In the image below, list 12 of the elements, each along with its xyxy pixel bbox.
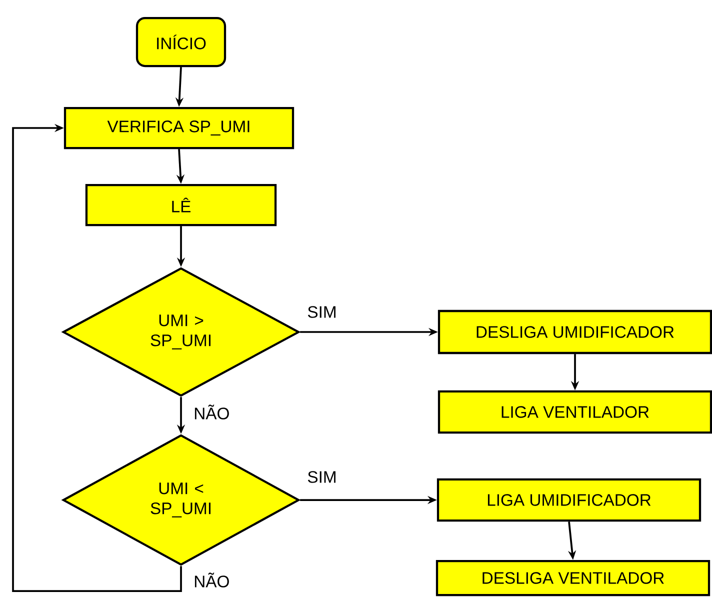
edge-label: NÃO: [194, 572, 229, 588]
process-box: VERIFICA SP_UMI: [64, 106, 294, 150]
edge-label: NÃO: [194, 404, 229, 420]
process-box: LÊ: [85, 184, 277, 226]
edge-label: SIM: [308, 471, 336, 483]
arrow: [12, 124, 182, 592]
process-box: LIGA UMIDIFICADOR: [436, 478, 702, 522]
process-box: DESLIGA UMIDIFICADOR: [438, 310, 712, 354]
process-box: DESLIGA VENTILADOR: [436, 560, 710, 596]
edge-label: SIM: [308, 306, 336, 318]
process-box: LIGA VENTILADOR: [438, 390, 712, 434]
start-terminal: INÍCIO: [136, 16, 226, 68]
